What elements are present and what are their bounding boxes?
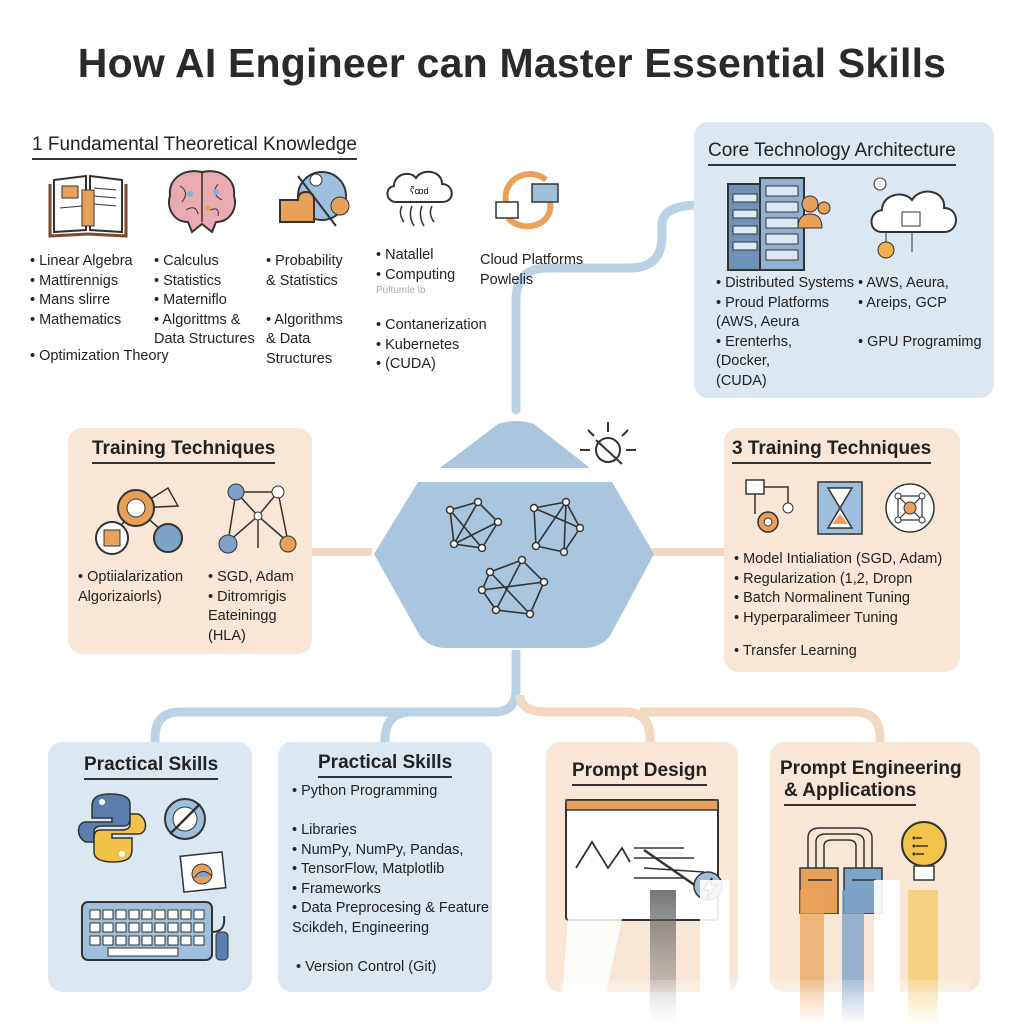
neural-sphere-icon	[885, 483, 935, 533]
training-left-col2: • SGD, Adam • Ditromrigis Eateiningg (HL…	[208, 569, 294, 644]
training-left-panel: Training Techniques • Optiialarization A…	[68, 428, 312, 654]
faded-bottom-strips	[560, 880, 970, 1024]
training-right-title: 3 Training Techniques	[732, 438, 932, 464]
cloud-network-icon	[870, 177, 957, 259]
prompt-eng-title-line2: & Applications	[784, 780, 917, 806]
book-icon	[48, 174, 128, 238]
cycle-arrows-icon	[495, 171, 559, 230]
practical1-title: Practical Skills	[84, 754, 219, 780]
fund-col1: • Linear Algebra • Mattirennigs • Mans s…	[30, 253, 133, 328]
training-left-col1: • Optiialarization Algorizaiorls)	[78, 569, 184, 605]
practical-panel-2: Practical Skills • Python Programming • …	[278, 742, 492, 992]
no-bug-icon	[164, 798, 206, 840]
page-title: How AI Engineer can Master Essential Ski…	[77, 40, 947, 86]
prompt-eng-title-line1: Prompt Engineering	[780, 758, 962, 779]
training-right-extra: • Transfer Learning	[734, 643, 857, 659]
brain-icon	[168, 170, 236, 234]
network-nodes-icon	[95, 483, 297, 555]
flowchart-icon	[745, 479, 794, 533]
server-rack-icon	[727, 177, 831, 271]
cloud-icon: ʕ̃ꝏd	[386, 170, 453, 227]
keyboard-icon	[81, 901, 229, 961]
practical2-list: • Python Programming • Libraries • NumPy…	[292, 783, 489, 936]
training-left-title: Training Techniques	[92, 438, 276, 464]
python-logo-icon	[77, 793, 147, 863]
core-architecture-panel: Core Technology Architecture • Distribut…	[694, 122, 994, 398]
training-right-panel: 3 Training Techniques • Model Intialiati…	[724, 428, 960, 672]
network-hub-icon	[374, 421, 654, 648]
practical2-title: Practical Skills	[318, 752, 453, 778]
training-right-list: • Model Intialiation (SGD, Adam) • Regul…	[734, 551, 943, 626]
fund-optimization: • Optimization Theory	[30, 348, 169, 364]
fundamentals-title: 1 Fundamental Theoretical Knowledge	[32, 134, 357, 160]
prompt-design-title: Prompt Design	[572, 760, 708, 786]
fund-col3: • Probability & Statistics • Algorithms …	[266, 253, 343, 367]
practical2-extra: • Version Control (Git)	[296, 959, 437, 975]
fund-col4-more: • Contanerization • Kubernetes • (CUDA)	[376, 317, 487, 372]
practical-panel-1: Practical Skills	[48, 742, 252, 992]
fund-col5: Cloud Platforms Powlelis	[480, 252, 584, 288]
hourglass-icon	[817, 481, 863, 535]
sparkle-icon	[580, 422, 636, 465]
puzzle-gears-icon	[279, 171, 350, 227]
svg-text:ʕ̃ꝏd: ʕ̃ꝏd	[410, 186, 429, 196]
core-title: Core Technology Architecture	[708, 140, 956, 166]
fund-col4: • Natallel • Computing Pultumle lb	[376, 247, 456, 296]
lightbulb-icon	[901, 821, 947, 881]
chart-image-icon	[179, 851, 227, 893]
core-right-list: • AWS, Aeura, • Areips, GCP • GPU Progra…	[858, 275, 982, 350]
fund-col2: • Calculus • Statistics • Materniflo • A…	[154, 253, 255, 347]
core-left-list: • Distributed Systems • Proud Platforms …	[716, 275, 855, 389]
